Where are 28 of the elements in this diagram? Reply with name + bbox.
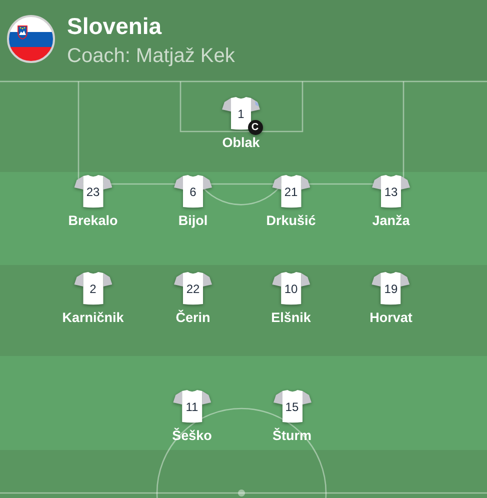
team-name: Slovenia [67, 13, 162, 39]
player-name: Čerin [176, 310, 210, 326]
player-name: Brekalo [68, 213, 118, 229]
player-name: Drkušić [266, 213, 316, 229]
shirt-number: 22 [185, 282, 201, 296]
shirt-number: 15 [284, 400, 300, 414]
shirt-number: 1 [236, 107, 246, 121]
player-jersey [272, 175, 310, 208]
shirt-number: 23 [85, 185, 101, 199]
player-name: Janža [372, 213, 410, 229]
shirt-number: 6 [188, 185, 198, 199]
shirt-number: 13 [383, 185, 399, 199]
shirt-number: 11 [184, 400, 200, 414]
player-name: Šturm [272, 428, 312, 444]
player-jersey [174, 175, 212, 208]
player-name: Bijol [178, 213, 208, 229]
player-name: Elšnik [271, 310, 311, 326]
shirt-number: 21 [283, 185, 299, 199]
coach-name: Coach: Matjaž Kek [67, 44, 235, 68]
shirt-number: 19 [383, 282, 399, 296]
player-name: Karničnik [62, 310, 124, 326]
captain-marker: C [248, 120, 262, 134]
player-name: Šeško [172, 428, 212, 444]
player-name: Horvat [370, 310, 412, 326]
player-jersey [273, 390, 311, 423]
shirt-number: 2 [88, 282, 98, 296]
shirt-number: 10 [283, 282, 299, 296]
player-name: Oblak [222, 135, 260, 151]
